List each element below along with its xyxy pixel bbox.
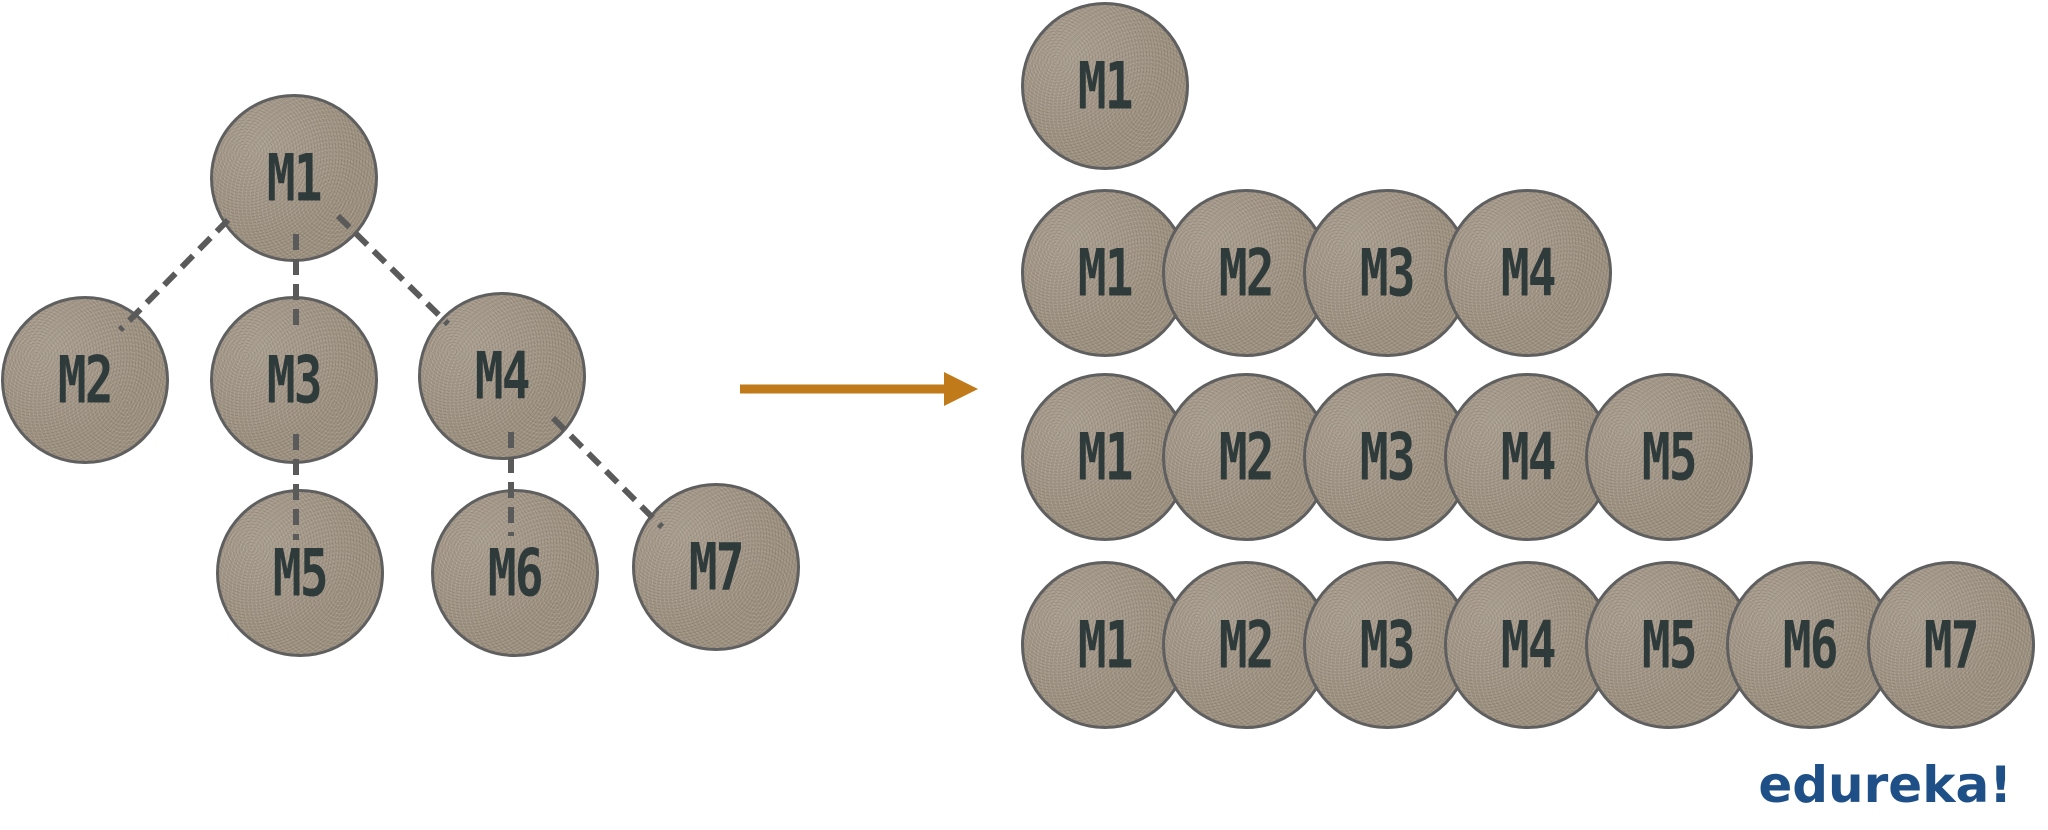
- node-label: M5: [1642, 418, 1698, 496]
- node-label: M7: [1924, 606, 1980, 684]
- edureka-logo: edureka!: [1758, 756, 2012, 814]
- row-2-node-m4: M4: [1444, 189, 1612, 357]
- edge-m4-m7: [550, 415, 665, 530]
- node-label: M2: [1219, 418, 1275, 496]
- tree-node-m5: M5: [216, 489, 384, 657]
- node-label: M1: [1078, 606, 1134, 684]
- node-label: M2: [58, 341, 114, 419]
- node-label: M4: [1501, 234, 1557, 312]
- tree-node-m2: M2: [1, 296, 169, 464]
- node-label: M4: [475, 337, 531, 415]
- tree-node-m4: M4: [418, 292, 586, 460]
- tree-node-m6: M6: [431, 489, 599, 657]
- node-label: M1: [1078, 418, 1134, 496]
- tree-node-m1: M1: [210, 94, 378, 262]
- row-3-node-m3: M3: [1303, 373, 1471, 541]
- row-4-node-m7: M7: [1867, 561, 2035, 729]
- node-label: M7: [689, 528, 745, 606]
- node-label: M2: [1219, 606, 1275, 684]
- node-label: M5: [1642, 606, 1698, 684]
- node-label: M4: [1501, 606, 1557, 684]
- edge-m1-m4: [335, 213, 451, 327]
- row-4-node-m6: M6: [1726, 561, 1894, 729]
- row-4-node-m5: M5: [1585, 561, 1753, 729]
- node-label: M6: [488, 534, 544, 612]
- node-label: M4: [1501, 418, 1557, 496]
- row-1-node-m1: M1: [1021, 2, 1189, 170]
- node-label: M5: [273, 534, 329, 612]
- row-3-node-m1: M1: [1021, 373, 1189, 541]
- row-3-node-m5: M5: [1585, 373, 1753, 541]
- node-label: M2: [1219, 234, 1275, 312]
- node-label: M6: [1783, 606, 1839, 684]
- row-2-node-m3: M3: [1303, 189, 1471, 357]
- edge-m1-m2: [117, 217, 231, 333]
- node-label: M3: [267, 341, 323, 419]
- row-4-node-m3: M3: [1303, 561, 1471, 729]
- node-label: M1: [267, 139, 323, 217]
- tree-node-m7: M7: [632, 483, 800, 651]
- arrow-head-icon: [944, 372, 978, 406]
- node-label: M3: [1360, 606, 1416, 684]
- tree-node-m3: M3: [210, 296, 378, 464]
- row-4-node-m2: M2: [1162, 561, 1330, 729]
- node-label: M1: [1078, 47, 1134, 125]
- node-label: M1: [1078, 234, 1134, 312]
- row-2-node-m2: M2: [1162, 189, 1330, 357]
- node-label: M3: [1360, 234, 1416, 312]
- row-2-node-m1: M1: [1021, 189, 1189, 357]
- node-label: M3: [1360, 418, 1416, 496]
